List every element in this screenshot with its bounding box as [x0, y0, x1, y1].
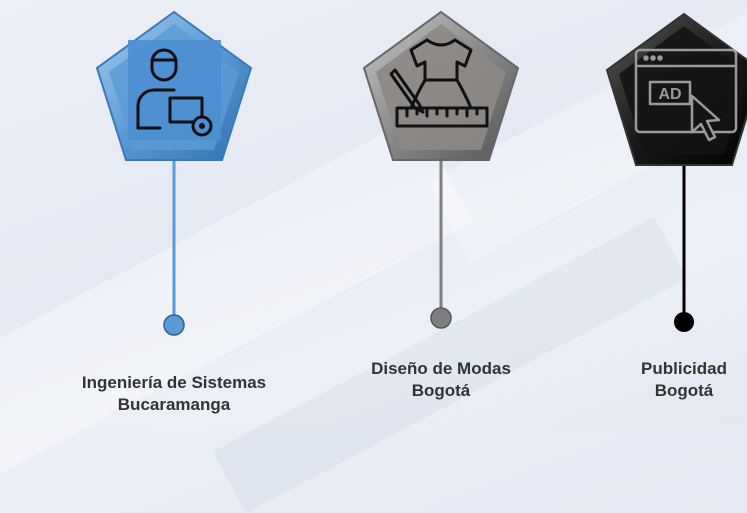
- program-name: Publicidad: [641, 359, 727, 378]
- program-city: Bogotá: [654, 381, 714, 400]
- program-item-modas: Diseño de Modas Bogotá: [341, 0, 541, 429]
- program-label: Publicidad Bogotá: [584, 358, 747, 402]
- connector-dot: [163, 314, 185, 336]
- program-marker-publicidad: AD: [605, 12, 747, 332]
- dress-design-icon: [389, 38, 489, 128]
- program-name: Ingeniería de Sistemas: [81, 373, 267, 392]
- program-city: Bogotá: [411, 381, 471, 400]
- program-name: Diseño de Modas: [371, 359, 511, 378]
- program-city: Bucaramanga: [117, 395, 231, 414]
- advertising-browser-icon: AD: [634, 48, 738, 142]
- program-marker-modas: [362, 10, 520, 329]
- program-item-publicidad: AD Publicidad Bogotá: [584, 0, 747, 429]
- connector-dot: [674, 312, 694, 332]
- connector-dot: [430, 307, 452, 329]
- program-label: Diseño de Modas Bogotá: [341, 358, 541, 402]
- user-laptop-icon: [136, 48, 213, 137]
- program-marker-sistemas: [95, 10, 253, 336]
- program-item-sistemas: Ingeniería de Sistemas Bucaramanga: [74, 0, 274, 429]
- program-label: Ingeniería de Sistemas Bucaramanga: [74, 372, 274, 416]
- svg-text:AD: AD: [658, 86, 681, 103]
